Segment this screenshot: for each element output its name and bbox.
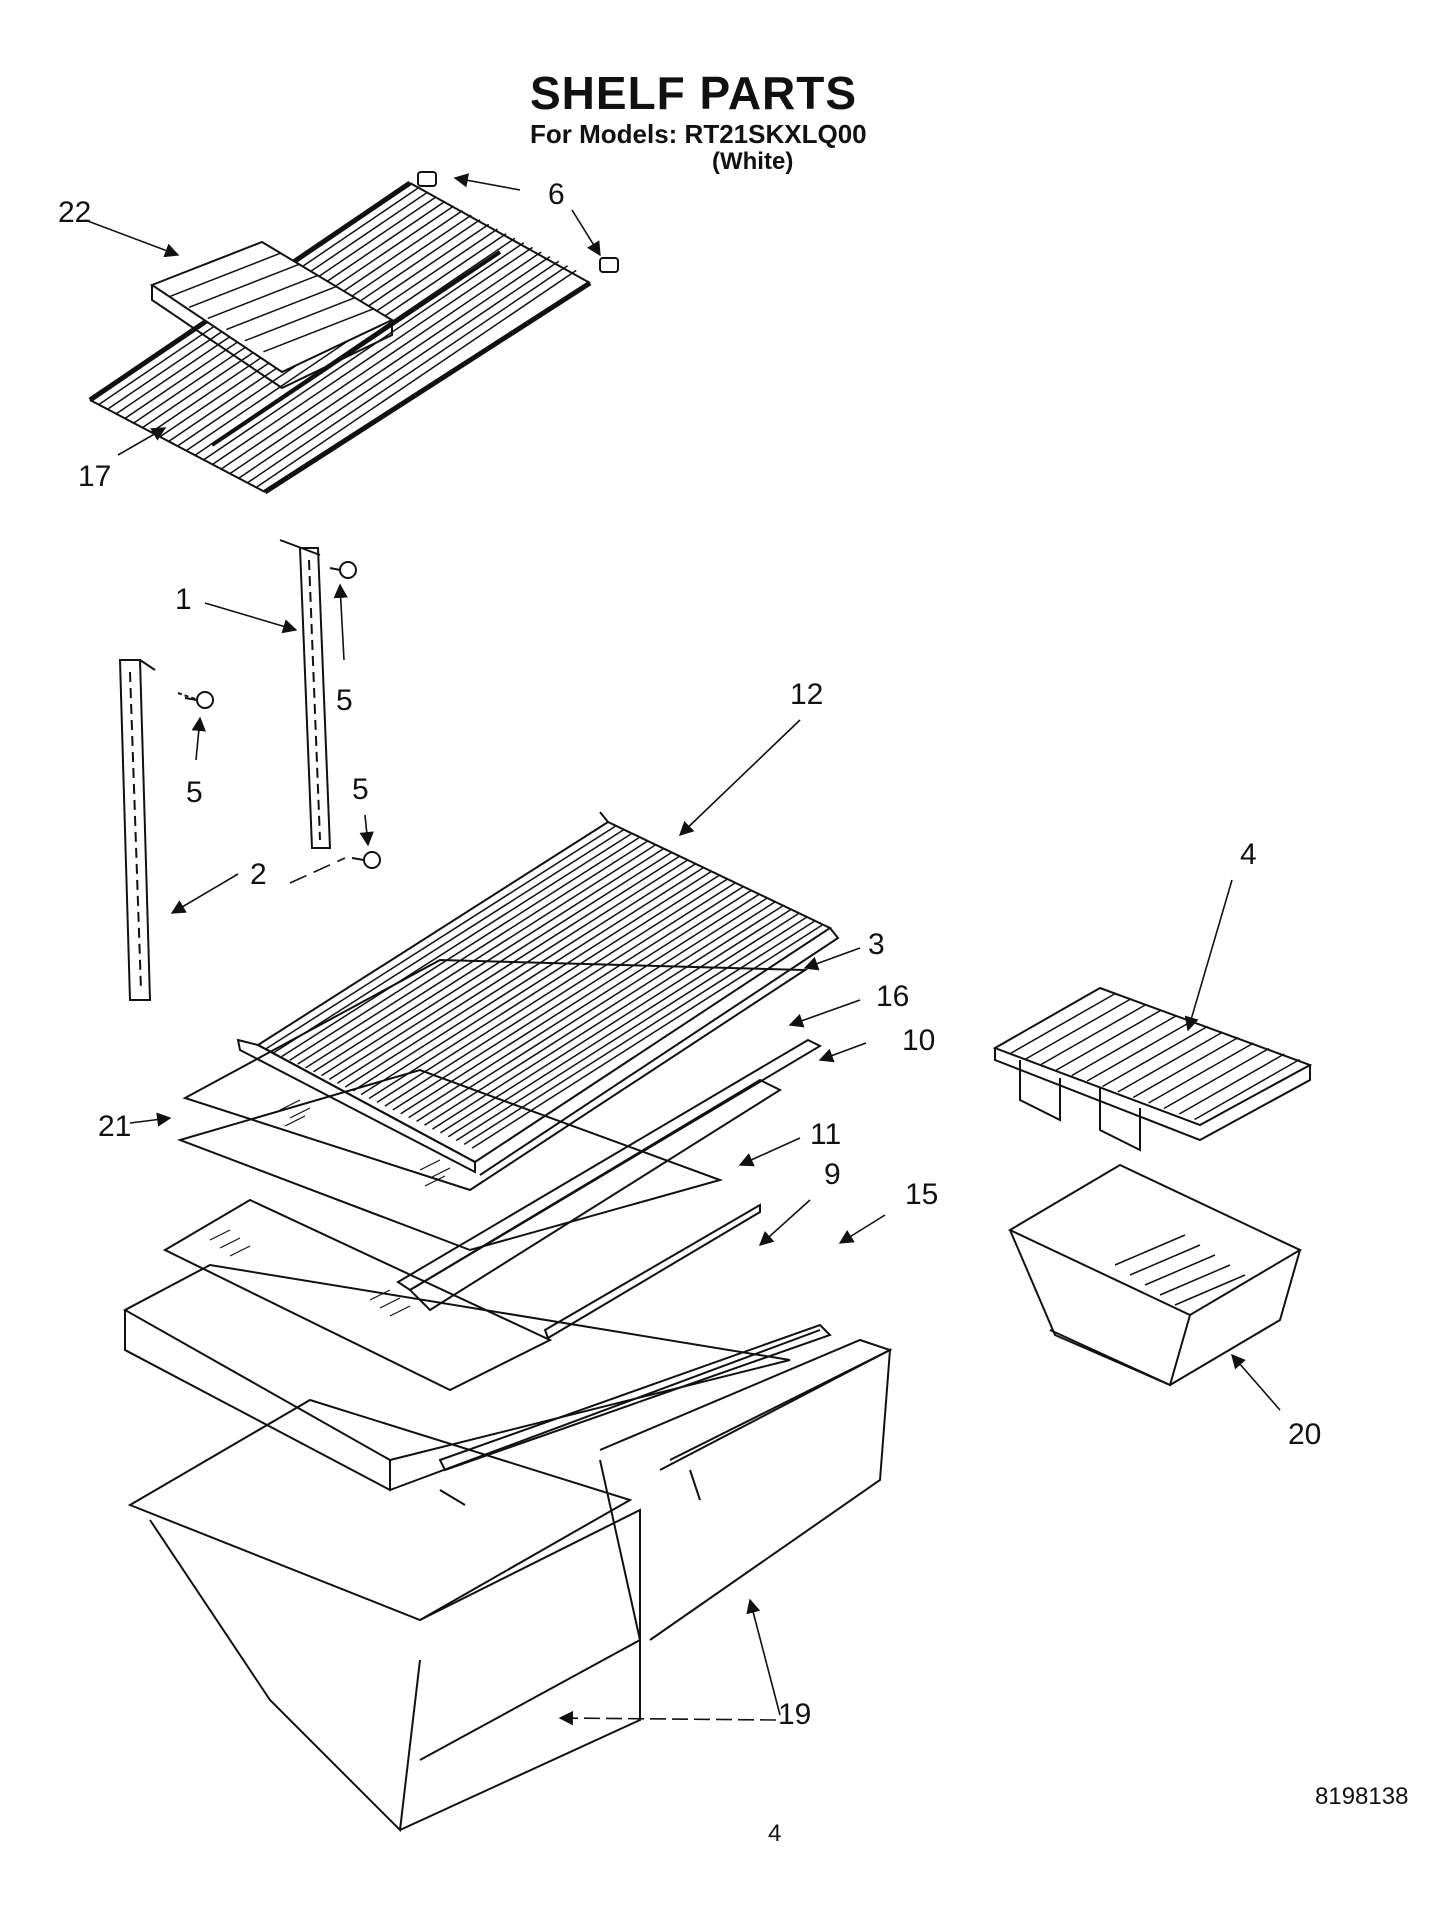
shelf-wires-line: [424, 901, 775, 1126]
shelf-wires-line: [352, 867, 704, 1092]
callout-19: 19: [778, 1698, 812, 1731]
basket-wires-line: [1148, 1042, 1254, 1104]
document-number: 8198138: [1315, 1783, 1409, 1810]
freezer-wires-line: [212, 246, 533, 466]
callout-10: 10: [902, 1024, 936, 1057]
freezer-wires-line: [247, 265, 568, 484]
shelf-stud-parts: [417, 171, 619, 273]
page-title: SHELF PARTS: [530, 67, 858, 119]
models-line: For Models: RT21SKXLQ00: [530, 119, 867, 149]
color-line: (White): [712, 147, 794, 175]
shelf-wires-line: [408, 893, 760, 1119]
callout-2: 2: [250, 858, 267, 891]
glass-hatching: [209, 1099, 451, 1317]
shelf-wires-line: [384, 882, 736, 1107]
basket-wires-line: [1040, 1003, 1147, 1066]
ice-cells-line: [244, 297, 356, 342]
callout-17: 17: [78, 460, 112, 493]
callout-16: 16: [876, 980, 910, 1013]
callout-15: 15: [905, 1178, 939, 1211]
callout-1: 1: [175, 583, 192, 616]
basket-wires-line: [1194, 1058, 1301, 1121]
title-block: SHELF PARTS For Models: RT21SKXLQ00 (Whi…: [530, 70, 867, 175]
shelf-wires-line: [463, 920, 815, 1145]
ice-cells-line: [263, 308, 374, 353]
shelf-wires-line: [392, 886, 744, 1111]
callout-3: 3: [868, 928, 885, 961]
ice-cells-line: [188, 263, 300, 308]
shelf-wires-line: [376, 878, 728, 1103]
shelf-wires-line: [328, 855, 680, 1081]
callout-5-left: 5: [186, 776, 203, 809]
basket-wires-line: [1102, 1025, 1208, 1088]
shelf-wires-line: [336, 859, 688, 1084]
shelf-wires-line: [321, 851, 672, 1077]
callout-21: 21: [98, 1110, 132, 1143]
basket-wires-line: [1163, 1047, 1270, 1110]
crisper-drawers: [127, 1338, 893, 1833]
shelf-wires-line: [305, 844, 656, 1069]
basket-wires-line: [1009, 992, 1116, 1055]
freezer-bin: [1007, 1163, 1303, 1387]
ice-tray: [149, 240, 395, 390]
shelf-wires-line: [265, 825, 617, 1050]
leader-arrows: [84, 173, 1281, 1726]
shelf-wires-line: [368, 874, 720, 1100]
callout-12: 12: [790, 678, 824, 711]
shelf-wires-line: [400, 890, 752, 1115]
callout-9: 9: [824, 1158, 841, 1191]
shelf-wires-line: [344, 863, 696, 1088]
basket-wires-line: [1056, 1009, 1162, 1071]
freezer-basket-shelf: [992, 986, 1313, 1152]
page-number: 4: [768, 1820, 782, 1847]
main-wire-shelf: [236, 811, 840, 1176]
callout-6: 6: [548, 178, 565, 211]
freezer-wires-line: [203, 242, 525, 461]
shelf-support-ladders: [118, 539, 332, 1001]
callout-4: 4: [1240, 838, 1257, 871]
callout-5-upper: 5: [336, 684, 353, 717]
shelf-wires-line: [273, 829, 625, 1054]
callout-22: 22: [58, 196, 92, 229]
basket-wires-line: [1117, 1031, 1224, 1093]
shelf-wires-line: [471, 924, 823, 1149]
basket-wires-line: [1178, 1053, 1285, 1115]
shelf-wires-line: [439, 909, 791, 1134]
freezer-wires-line: [255, 269, 577, 489]
ice-cells-line: [226, 285, 337, 331]
basket-wires-line: [1071, 1014, 1178, 1077]
ice-cells-line: [170, 252, 281, 297]
freezer-wires-line: [238, 260, 560, 479]
shelf-wires-line: [432, 905, 783, 1130]
basket-wires-line: [1025, 998, 1132, 1060]
freezer-wires-line: [229, 255, 551, 475]
freezer-wires-line: [220, 251, 542, 470]
ice-cells-line: [207, 274, 318, 320]
basket-wires-line: [1132, 1036, 1239, 1099]
glass-panels: [162, 958, 823, 1392]
shelf-wires-line: [281, 832, 633, 1058]
screw-parts: [177, 561, 381, 869]
shelf-wires-line: [297, 840, 649, 1065]
shelf-wires-line: [360, 871, 712, 1096]
shelf-wires-line: [289, 836, 641, 1061]
shelf-wires-line: [455, 916, 807, 1142]
shelf-wires-line: [416, 897, 767, 1123]
crisper-cover-frame: [122, 1263, 832, 1492]
callout-11: 11: [810, 1118, 842, 1151]
basket-wires-line: [1086, 1020, 1193, 1082]
shelf-wires-line: [447, 913, 799, 1138]
callout-20: 20: [1288, 1418, 1322, 1451]
shelf-wires-line: [313, 848, 664, 1073]
callout-5-lower: 5: [352, 773, 369, 806]
